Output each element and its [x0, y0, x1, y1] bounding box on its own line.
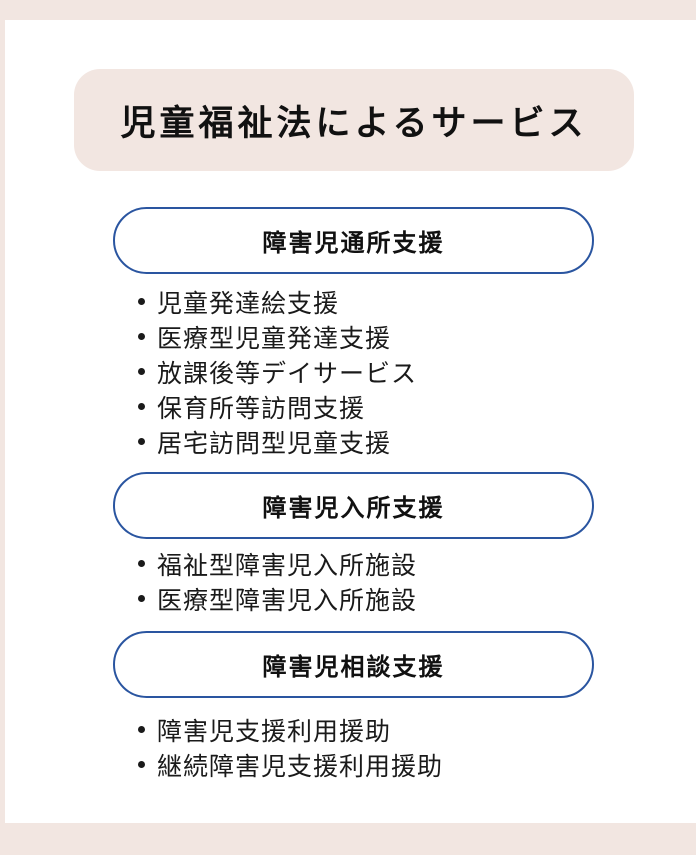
list-item-label: 居宅訪問型児童支援	[157, 428, 392, 458]
list-item: 児童発達絵支援	[138, 284, 417, 319]
list-item-label: 継続障害児支援利用援助	[157, 751, 444, 781]
bullet-icon	[138, 560, 145, 567]
bullet-icon	[138, 438, 145, 445]
list-item: 保育所等訪問支援	[138, 389, 417, 424]
list-item-label: 児童発達絵支援	[157, 288, 340, 318]
section-heading: 障害児通所支援	[262, 229, 445, 257]
list-item-label: 福祉型障害児入所施設	[157, 550, 418, 580]
list-item: 放課後等デイサービス	[138, 354, 417, 389]
list-item: 医療型児童発達支援	[138, 319, 417, 354]
bullet-icon	[138, 298, 145, 305]
bullet-icon	[138, 403, 145, 410]
list-item-label: 保育所等訪問支援	[157, 393, 366, 423]
bullet-icon	[138, 761, 145, 768]
list-item-label: 医療型児童発達支援	[157, 323, 392, 353]
section-heading-pill: 障害児相談支援	[113, 631, 594, 698]
list-item: 医療型障害児入所施設	[138, 581, 417, 616]
bullet-icon	[138, 368, 145, 375]
service-list: 障害児支援利用援助 継続障害児支援利用援助	[138, 712, 443, 782]
list-item: 居宅訪問型児童支援	[138, 424, 417, 459]
bullet-icon	[138, 726, 145, 733]
title-box: 児童福祉法によるサービス	[74, 69, 634, 171]
bullet-icon	[138, 595, 145, 602]
list-item: 福祉型障害児入所施設	[138, 546, 417, 581]
list-item: 継続障害児支援利用援助	[138, 747, 443, 782]
bullet-icon	[138, 333, 145, 340]
section-heading-pill: 障害児通所支援	[113, 207, 594, 274]
service-list: 福祉型障害児入所施設 医療型障害児入所施設	[138, 546, 417, 616]
section-heading: 障害児入所支援	[262, 494, 445, 522]
list-item-label: 障害児支援利用援助	[157, 716, 392, 746]
list-item-label: 放課後等デイサービス	[157, 358, 418, 388]
service-list: 児童発達絵支援 医療型児童発達支援 放課後等デイサービス 保育所等訪問支援 居宅…	[138, 284, 417, 459]
list-item-label: 医療型障害児入所施設	[157, 585, 418, 615]
section-heading: 障害児相談支援	[262, 653, 445, 681]
list-item: 障害児支援利用援助	[138, 712, 443, 747]
page-title: 児童福祉法によるサービス	[120, 103, 588, 144]
section-heading-pill: 障害児入所支援	[113, 472, 594, 539]
